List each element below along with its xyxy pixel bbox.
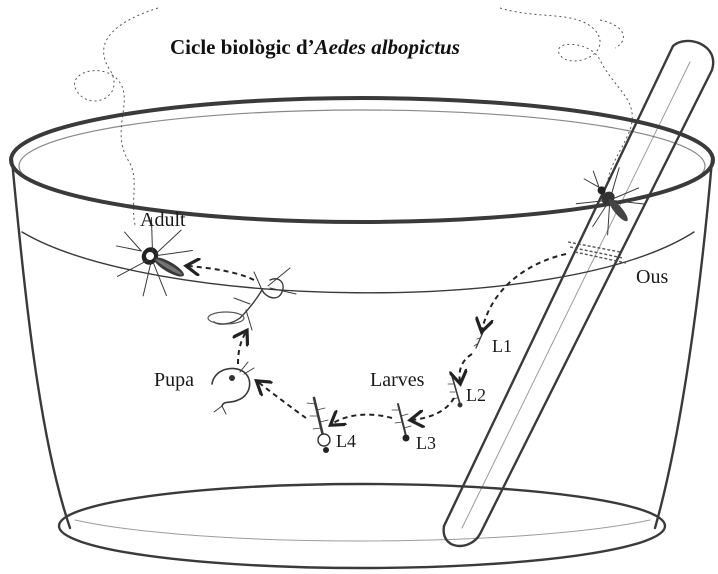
pupa-icon <box>212 362 254 414</box>
arrow-l4-to-pupa <box>258 382 306 418</box>
larva-l3-icon <box>392 404 411 442</box>
emerging-adult-icon <box>208 268 296 330</box>
label-larvae: Larves <box>370 369 425 391</box>
label-l4: L4 <box>336 431 356 451</box>
larva-l1-icon <box>474 330 484 348</box>
arrow-l3-to-l4 <box>332 415 392 424</box>
label-adult: Adult <box>140 209 186 231</box>
arrow-l1-to-l2 <box>460 354 473 382</box>
label-l1: L1 <box>492 336 512 356</box>
flight-path-right <box>500 8 632 180</box>
arrow-l2-to-l3 <box>412 398 454 420</box>
larva-l4-icon <box>307 398 330 453</box>
label-pupa: Pupa <box>154 369 194 391</box>
label-eggs: Ous <box>636 266 668 288</box>
arrow-eggs-to-l1 <box>482 254 566 330</box>
water-container <box>11 98 713 568</box>
label-l2: L2 <box>466 385 486 405</box>
water-surface <box>22 232 694 293</box>
arrow-emerging-to-adult <box>188 266 254 280</box>
arrow-pupa-to-emerging <box>238 332 246 364</box>
label-l3: L3 <box>416 433 436 453</box>
wooden-stick <box>444 41 714 546</box>
diagram-title: Cicle biològic d’Aedes albopictus <box>170 35 460 59</box>
